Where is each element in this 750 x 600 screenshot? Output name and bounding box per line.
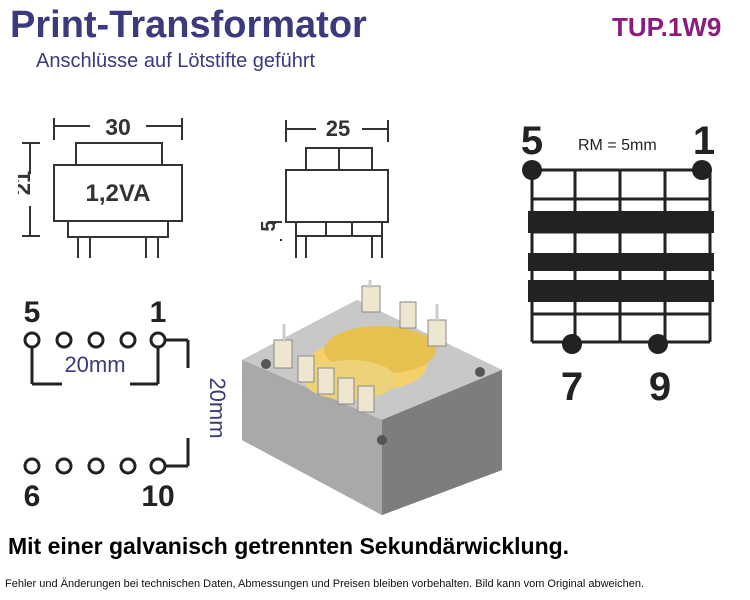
rating-label: 1,2VA bbox=[86, 180, 151, 207]
transformer-photo bbox=[242, 280, 502, 515]
schematic-pin-9: 9 bbox=[649, 365, 671, 409]
front-height-label: 21 bbox=[18, 171, 35, 195]
pin-1-label: 1 bbox=[150, 296, 167, 329]
side-view-drawing: 25 5 bbox=[260, 116, 389, 258]
front-width-label: 30 bbox=[105, 114, 131, 140]
page-subtitle: Anschlüsse auf Lötstifte geführt bbox=[36, 50, 316, 72]
pin-length-label: 5 bbox=[260, 220, 280, 231]
schematic-pin-1: 1 bbox=[693, 119, 715, 163]
page-title: Print-Transformator bbox=[10, 4, 367, 46]
pcb-pin-layout: 5 1 6 10 20mm 20mm bbox=[23, 296, 230, 513]
winding-schematic: 5 1 7 9 RM = 5mm bbox=[521, 119, 715, 409]
tagline: Mit einer galvanisch getrennten Sekundär… bbox=[8, 533, 570, 559]
front-view-drawing: 30 21 1,2VA bbox=[18, 114, 183, 258]
disclaimer: Fehler und Änderungen bei technischen Da… bbox=[5, 578, 645, 590]
pin-6-label: 6 bbox=[24, 480, 41, 513]
pin-5-label: 5 bbox=[24, 296, 41, 329]
horizontal-spacing-label: 20mm bbox=[64, 352, 125, 377]
pitch-label: RM = 5mm bbox=[578, 137, 657, 154]
vertical-spacing-label: 20mm bbox=[205, 377, 230, 438]
pin-10-label: 10 bbox=[141, 480, 174, 513]
schematic-pin-5: 5 bbox=[521, 119, 543, 163]
schematic-pin-7: 7 bbox=[561, 365, 583, 409]
side-width-label: 25 bbox=[326, 116, 350, 141]
product-code: TUP.1W9 bbox=[612, 12, 722, 42]
